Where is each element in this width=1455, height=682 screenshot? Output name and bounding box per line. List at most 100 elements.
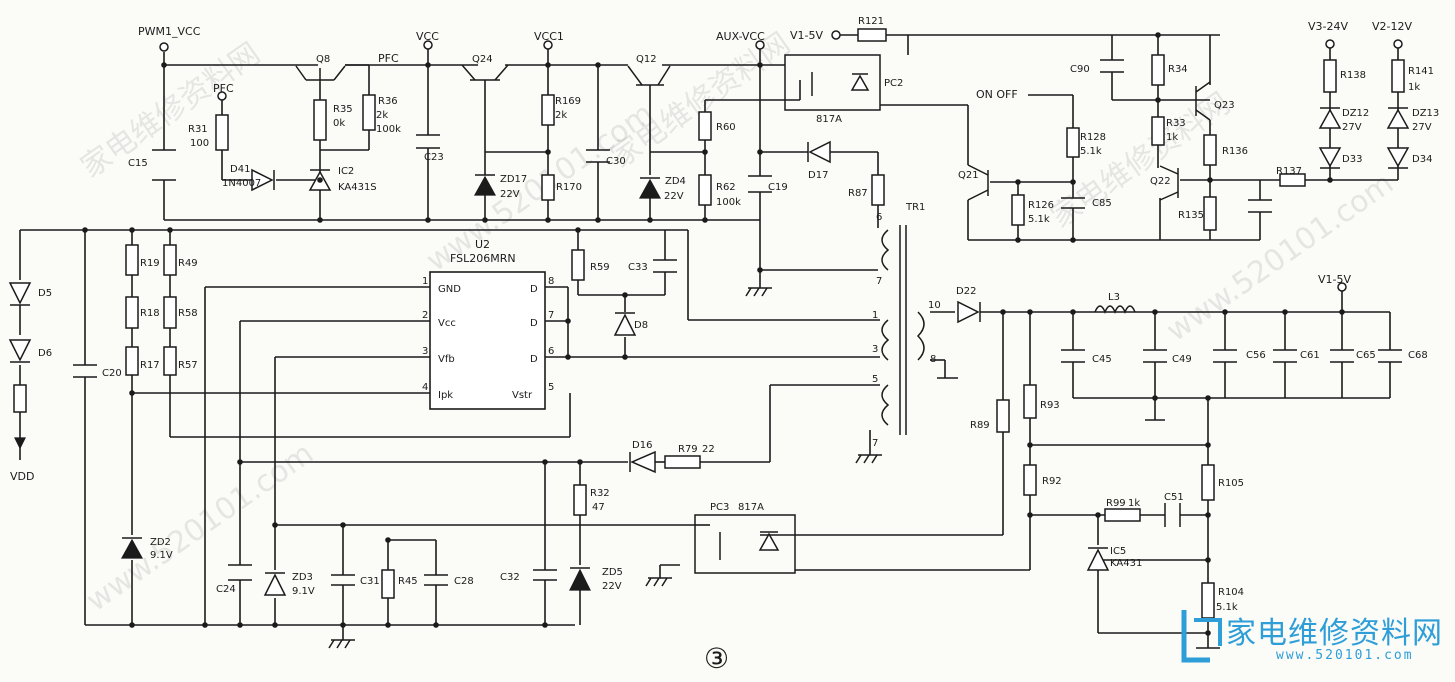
component-label: 100k: [376, 124, 401, 135]
component-label: R35: [333, 104, 353, 115]
component-label: TR1: [905, 202, 925, 213]
component-label: D34: [1412, 154, 1432, 165]
component-label: R60: [716, 122, 736, 133]
component-label: C85: [1092, 198, 1112, 209]
component-label: 100: [190, 138, 209, 149]
ic-pin-num: 8: [548, 276, 554, 287]
component-label: 1k: [1128, 498, 1140, 509]
component-label: PC3: [710, 502, 729, 513]
rail-label: AUX-VCC: [716, 30, 765, 43]
component-label: 7: [872, 438, 878, 449]
component-label: C45: [1092, 354, 1112, 365]
component-label: 5.1k: [1028, 214, 1050, 225]
component-label: R141: [1408, 66, 1434, 77]
component-label: C51: [1164, 492, 1184, 503]
component-label: R34: [1168, 64, 1188, 75]
ic-u2-body: [429, 271, 546, 410]
logo-url: www.520101.com: [1276, 648, 1414, 663]
component-label: C24: [216, 584, 236, 595]
ic-pin-num: 7: [548, 310, 554, 321]
rail-label: V2-12V: [1372, 20, 1412, 33]
component-label: R137: [1276, 166, 1302, 177]
ic-pin-num: 3: [422, 346, 428, 357]
component-label: ZD17: [500, 174, 527, 185]
component-label: ZD4: [665, 176, 686, 187]
component-label: 22V: [664, 191, 684, 202]
component-label: ZD2: [150, 537, 171, 548]
component-label: 9.1V: [292, 586, 315, 597]
component-label: R126: [1028, 200, 1054, 211]
component-label: C31: [360, 576, 380, 587]
terminals-and-grounds: [14, 30, 1403, 649]
component-label: 100k: [716, 197, 741, 208]
rail-label: VCC: [416, 30, 439, 43]
component-label: 2k: [376, 110, 388, 121]
component-label: C30: [606, 156, 626, 167]
ic-pin-num: 2: [422, 310, 428, 321]
component-label: C32: [500, 572, 520, 583]
rail-label: PWM1_VCC: [138, 25, 201, 38]
component-label: R138: [1340, 70, 1366, 81]
component-label: Q24: [472, 54, 493, 65]
component-label: C23: [424, 152, 444, 163]
component-label: R33: [1166, 118, 1186, 129]
ic-ref: U2: [475, 238, 490, 251]
component-label: C68: [1408, 350, 1428, 361]
component-label: R18: [140, 308, 160, 319]
ic-pin-name: D: [530, 318, 538, 329]
component-label: R49: [178, 258, 198, 269]
component-label: R104: [1218, 587, 1244, 598]
component-label: R79: [678, 444, 698, 455]
component-label: D6: [38, 348, 52, 359]
ic-pin-num: 4: [422, 382, 428, 393]
component-label: R135: [1178, 210, 1204, 221]
optocouplers: [694, 54, 881, 574]
component-label: R17: [140, 360, 160, 371]
component-label: 5.1k: [1080, 146, 1102, 157]
component-labels: Q8R350kR362k100kR31100D411N4007IC2KA431S…: [38, 16, 1439, 613]
component-label: R99: [1106, 498, 1126, 509]
component-label: D22: [956, 286, 976, 297]
component-label: 7: [876, 276, 882, 287]
ic-pin-num: 5: [548, 382, 554, 393]
component-label: L3: [1108, 292, 1120, 303]
resistors: [13, 28, 1405, 619]
component-label: R170: [556, 182, 582, 193]
component-label: 1N4007: [222, 178, 261, 189]
logo-bracket-icon: [1181, 610, 1222, 663]
rail-label: PFC: [378, 52, 399, 65]
component-label: 817A: [816, 114, 842, 125]
ic-pin-name: GND: [438, 284, 461, 295]
component-label: R62: [716, 182, 736, 193]
component-label: D33: [1342, 154, 1362, 165]
component-label: Q23: [1214, 100, 1235, 111]
component-label: C33: [628, 262, 648, 273]
component-label: D17: [808, 170, 828, 181]
component-label: R169: [555, 96, 581, 107]
component-label: C20: [102, 368, 122, 379]
ic-pin-num: 6: [548, 346, 554, 357]
component-label: C56: [1246, 350, 1266, 361]
component-label: 22V: [500, 189, 520, 200]
component-label: 47: [592, 502, 605, 513]
component-label: ZD5: [602, 567, 623, 578]
component-label: KA431S: [338, 182, 377, 193]
component-label: R87: [848, 188, 868, 199]
figure-number: ③: [704, 642, 729, 675]
component-label: 0k: [333, 118, 345, 129]
component-label: R89: [970, 420, 990, 431]
component-label: C15: [128, 158, 148, 169]
component-label: 5: [872, 374, 878, 385]
ic-pin-name: Vfb: [438, 354, 455, 365]
component-label: 8: [930, 354, 936, 365]
component-label: IC2: [338, 166, 354, 177]
component-label: IC5: [1110, 546, 1126, 557]
component-label: 2k: [555, 110, 567, 121]
component-label: R59: [590, 262, 610, 273]
ic-pin-num: 1: [422, 276, 428, 287]
component-label: Q8: [316, 54, 330, 65]
component-label: C28: [454, 576, 474, 587]
component-label: R36: [378, 96, 398, 107]
rail-label: VDD: [10, 470, 34, 483]
